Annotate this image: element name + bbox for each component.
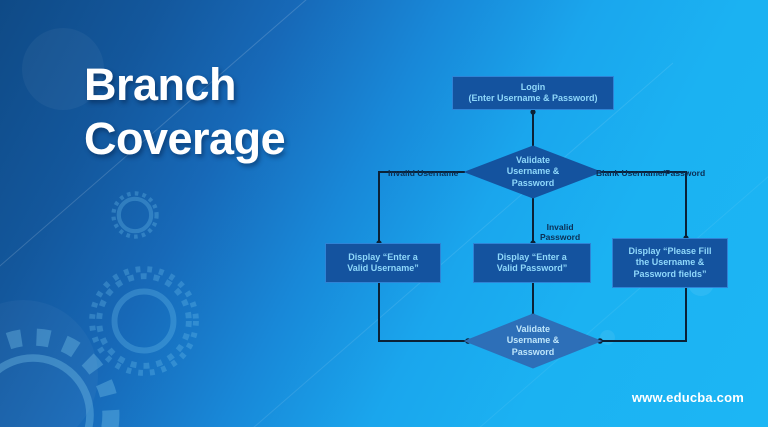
node-validate-top-shape (463, 145, 603, 199)
website-url: www.educba.com (631, 390, 744, 405)
node-invalid-username[interactable]: Display “Enter a Valid Username” (325, 243, 441, 283)
node-blank-fields-label: Display “Please Fill the Username & Pass… (628, 245, 712, 279)
edge-label-text: Invalid Password (540, 221, 581, 243)
edge-label-blank: Blank Username/Password (596, 157, 705, 178)
page-title: Branch Coverage (84, 59, 286, 164)
edge-label-invalid-username: Invalid Username (388, 157, 458, 178)
node-blank-fields[interactable]: Display “Please Fill the Username & Pass… (612, 238, 728, 288)
edge-label-invalid-password: Invalid Password (540, 211, 580, 243)
node-invalid-password[interactable]: Display “Enter a Valid Password” (473, 243, 591, 283)
node-login-label: Login (Enter Username & Password) (468, 81, 598, 104)
edge-label-text: Invalid Username (388, 167, 459, 178)
node-invalid-username-label: Display “Enter a Valid Username” (347, 251, 419, 274)
node-invalid-password-label: Display “Enter a Valid Password” (496, 251, 568, 274)
edge-label-text: Blank Username/Password (596, 167, 706, 178)
node-validate-bottom-shape (463, 313, 603, 369)
node-login[interactable]: Login (Enter Username & Password) (452, 76, 614, 110)
